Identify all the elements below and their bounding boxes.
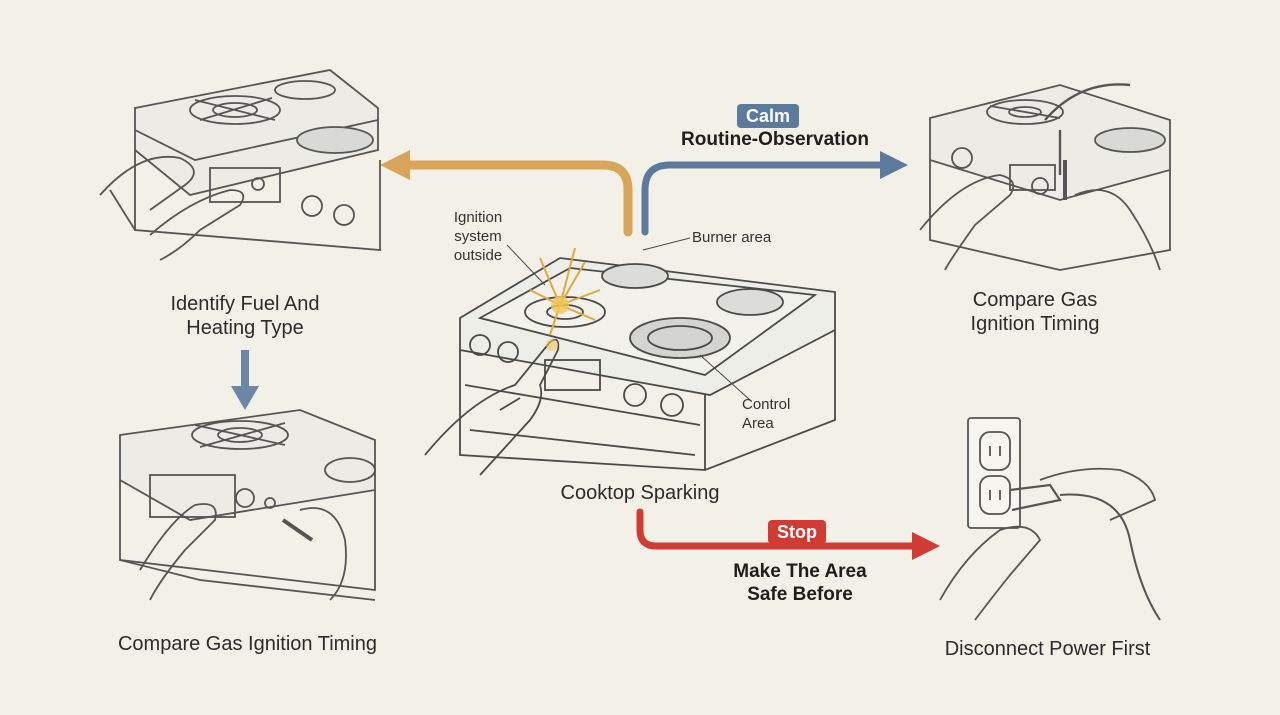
callout-ignition-line1: Ignition: [453, 209, 503, 226]
spark-icon: [529, 247, 601, 336]
step-compare-gas-line1: Compare Gas: [972, 289, 1098, 311]
step-compare-gas-right-label: Compare Gas Ignition Timing: [930, 288, 1140, 336]
step-compare-gas-line2: Ignition Timing: [970, 313, 1100, 335]
callout-control-line1: Control: [742, 396, 791, 413]
spark-core: [551, 296, 569, 314]
bottom-left-illustration: [119, 409, 376, 601]
calm-badge: Calm: [737, 104, 800, 128]
stop-branch-text: Make The Area Safe Before: [700, 560, 900, 606]
arrow-head-blue: [880, 151, 908, 179]
arrow-to-disconnect-power: [636, 508, 919, 550]
step-identify-fuel-line1: Identify Fuel And: [170, 293, 320, 315]
calm-branch-text: Routine-Observation: [681, 129, 869, 150]
arrow-to-identify-fuel: [400, 160, 633, 237]
stop-branch-line2: Safe Before: [747, 584, 853, 605]
step-identify-fuel-line2: Heating Type: [186, 317, 304, 339]
stop-branch-line1: Make The Area: [733, 561, 867, 582]
center-caption: Cooktop Sparking: [560, 482, 720, 504]
bottom-right-illustration: [939, 417, 1161, 621]
arrow-head-red: [912, 532, 940, 560]
top-right-illustration: [919, 83, 1171, 271]
arrow-head-down: [231, 386, 259, 410]
callout-control: Control Area: [742, 395, 790, 433]
callout-burner: Burner area: [692, 229, 772, 246]
center-stove-illustration: [424, 237, 836, 476]
step-disconnect-power-label: Disconnect Power First: [944, 638, 1151, 660]
callout-control-line2: Area: [742, 415, 774, 432]
callout-ignition-line2: system: [454, 228, 502, 245]
callout-ignition-line3: outside: [453, 247, 503, 264]
callout-ignition: Ignition system outside: [438, 208, 518, 265]
arrow-to-routine-observation: [641, 161, 884, 236]
top-left-illustration: [99, 69, 381, 261]
stop-badge: Stop: [768, 520, 826, 544]
step-identify-fuel-label: Identify Fuel And Heating Type: [135, 292, 355, 340]
step-compare-gas-bottom-label: Compare Gas Ignition Timing: [117, 633, 377, 655]
arrow-head-orange: [380, 150, 410, 180]
